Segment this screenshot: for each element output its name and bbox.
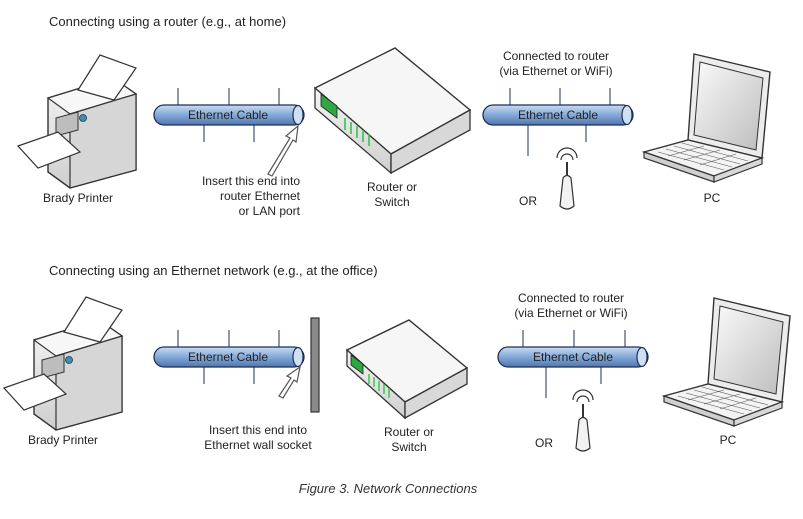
bottom-insert-note-2: Ethernet wall socket [204, 438, 312, 452]
top-cable2-label: Ethernet Cable [518, 108, 598, 122]
arrow-icon [278, 365, 301, 399]
figure-caption: Figure 3. Network Connections [299, 481, 478, 496]
wifi-antenna-icon [556, 147, 578, 210]
top-router-label-2: Switch [374, 195, 409, 209]
bottom-printer-label: Brady Printer [28, 433, 98, 447]
bottom-router-label-2: Switch [391, 440, 426, 454]
router-icon [313, 47, 472, 175]
top-connected-note-2: (via Ethernet or WiFi) [499, 64, 612, 78]
laptop-icon [661, 297, 791, 427]
top-or-label: OR [519, 194, 537, 208]
ethernet-cable [153, 330, 305, 384]
printer-icon [2, 296, 124, 431]
bottom-router-label-1: Router or [384, 425, 434, 439]
top-insert-note-1: Insert this end into [202, 174, 300, 188]
bottom-heading: Connecting using an Ethernet network (e.… [49, 263, 378, 278]
bottom-connected-note-1: Connected to router [518, 291, 624, 305]
top-pc-label: PC [704, 191, 721, 205]
bottom-cable2-label: Ethernet Cable [533, 350, 613, 364]
top-connected-note-1: Connected to router [503, 49, 609, 63]
top-insert-note-2: router Ethernet [220, 189, 301, 203]
ethernet-cable [153, 88, 305, 142]
bottom-insert-note-1: Insert this end into [209, 423, 307, 437]
top-heading: Connecting using a router (e.g., at home… [49, 14, 286, 29]
wifi-antenna-icon [572, 389, 594, 452]
router-icon [345, 319, 469, 420]
top-cable1-label: Ethernet Cable [188, 108, 268, 122]
arrow-icon [267, 124, 299, 177]
bottom-or-label: OR [535, 436, 553, 450]
top-insert-note-3: or LAN port [239, 204, 301, 218]
wall-socket-icon [310, 317, 320, 413]
laptop-icon [641, 53, 771, 183]
bottom-cable1-label: Ethernet Cable [188, 350, 268, 364]
ethernet-cable [482, 88, 634, 156]
bottom-pc-label: PC [720, 433, 737, 447]
printer-icon [16, 54, 138, 189]
bottom-connected-note-2: (via Ethernet or WiFi) [514, 306, 627, 320]
top-printer-label: Brady Printer [43, 191, 113, 205]
top-router-label-1: Router or [367, 180, 417, 194]
ethernet-cable [497, 330, 649, 398]
